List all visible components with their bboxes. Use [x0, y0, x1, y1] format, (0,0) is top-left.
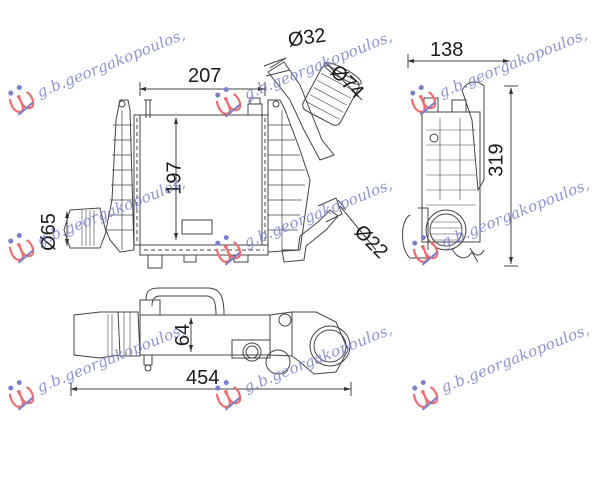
side-view: [402, 54, 518, 267]
watermark-logo-icon: [215, 87, 242, 118]
watermark-logo-icon: [8, 380, 35, 411]
watermark: g.b.georgakopoulos,: [2, 168, 190, 267]
bottom-view: [70, 287, 352, 396]
watermark: g.b.georgakopoulos,: [406, 315, 594, 414]
watermark-logo-icon: [8, 85, 35, 116]
watermark-logo-icon: [215, 380, 242, 411]
watermark: g.b.georgakopoulos,: [406, 170, 594, 269]
watermark: g.b.georgakopoulos,: [404, 20, 592, 119]
watermark-logo-icon: [8, 233, 35, 264]
watermark: g.b.georgakopoulos,: [2, 20, 190, 119]
watermark-logo-icon: [215, 235, 242, 266]
watermark: g.b.georgakopoulos,: [209, 170, 397, 269]
dim-side-height: 319: [485, 143, 508, 177]
watermark-logo-icon: [410, 85, 437, 116]
watermark: g.b.georgakopoulos,: [209, 315, 397, 414]
watermark-logo-icon: [412, 235, 439, 266]
dim-front-width: 207: [188, 65, 222, 87]
dim-side-depth: 138: [430, 39, 464, 61]
watermark: g.b.georgakopoulos,: [2, 315, 190, 414]
front-view: [63, 57, 377, 269]
watermark-logo-icon: [412, 380, 439, 411]
watermark: g.b.georgakopoulos,: [209, 22, 397, 121]
dim-overall-length: 454: [186, 367, 220, 389]
